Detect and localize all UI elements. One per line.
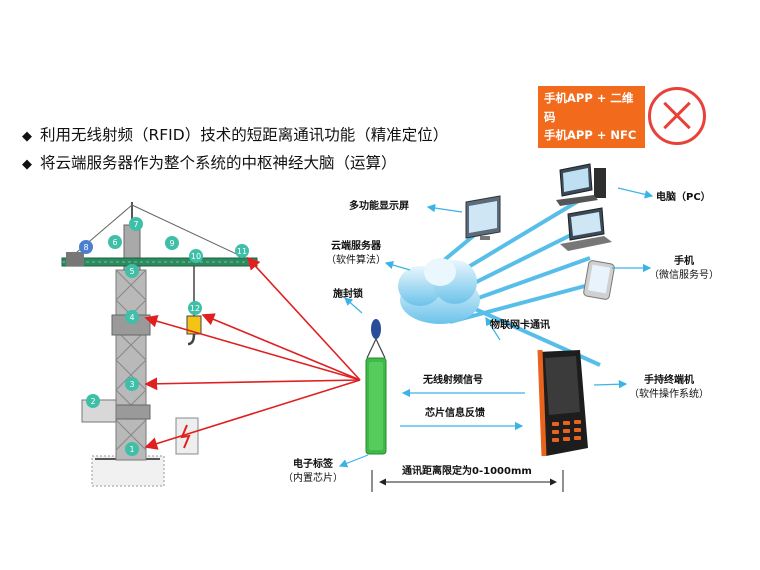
location-markers: 1 2 3 4 5 6 7 8 9 10 11 12 <box>79 217 249 456</box>
marker-12: 12 <box>188 301 202 315</box>
svg-text:2: 2 <box>90 397 95 406</box>
tag-sub: （内置芯片） <box>283 473 343 484</box>
bullet-item: ◆ 将云端服务器作为整个系统的中枢神经大脑（运算） <box>22 150 448 178</box>
rejected-method: 手机APP + 蓝牙 <box>544 146 634 161</box>
pointer-arrows <box>338 187 654 468</box>
svg-text:7: 7 <box>133 220 138 229</box>
smartphone-icon <box>583 260 615 300</box>
range-label: 通讯距离限定为0-1000mm <box>402 466 532 477</box>
terminal-label: 手持终端机（软件操作系统） <box>629 375 709 400</box>
marker-1: 1 <box>125 442 139 456</box>
handheld-terminal-icon <box>537 349 588 457</box>
svg-text:11: 11 <box>237 247 247 256</box>
svg-text:1: 1 <box>129 445 134 454</box>
rejected-methods-box: 手机APP + 二维码 手机APP + NFC 手机APP + 蓝牙 <box>538 86 645 161</box>
marker-8: 8 <box>79 240 93 254</box>
bullet-text: 利用无线射频（RFID）技术的短距离通讯功能（精准定位） <box>40 126 449 144</box>
marker-6: 6 <box>108 235 122 249</box>
distance-line <box>371 470 564 492</box>
marker-7: 7 <box>129 217 143 231</box>
rejected-method: 手机APP + NFC <box>544 128 637 142</box>
svg-text:3: 3 <box>129 380 134 389</box>
rejected-method: 手机APP + 二维码 <box>544 91 634 124</box>
bullet-text: 将云端服务器作为整个系统的中枢神经大脑（运算） <box>40 154 397 172</box>
pc-label: 电脑（PC） <box>656 192 711 203</box>
desktop-pc-icon <box>556 163 606 206</box>
svg-text:10: 10 <box>191 252 201 261</box>
svg-text:6: 6 <box>112 238 117 247</box>
display-label: 多功能显示屏 <box>349 201 409 212</box>
cloud-server-label: 云端服务器（软件算法） <box>326 241 386 266</box>
marker-3: 3 <box>125 377 139 391</box>
cross-circle-icon <box>648 87 706 145</box>
svg-text:4: 4 <box>129 313 134 322</box>
cloud-icon <box>398 258 480 324</box>
diamond-icon: ◆ <box>22 129 32 144</box>
electronic-tag <box>365 319 387 455</box>
rfid-arrows <box>144 256 361 450</box>
laptop-icon <box>560 207 612 251</box>
marker-2: 2 <box>86 394 100 408</box>
marker-5: 5 <box>125 264 139 278</box>
phone-label: 手机（微信服务号） <box>649 256 719 281</box>
bullet-list: ◆ 利用无线射频（RFID）技术的短距离通讯功能（精准定位） ◆ 将云端服务器作为整… <box>22 122 448 178</box>
chip-feedback-label: 芯片信息反馈 <box>425 408 485 419</box>
bullet-item: ◆ 利用无线射频（RFID）技术的短距离通讯功能（精准定位） <box>22 122 448 150</box>
diamond-icon: ◆ <box>22 157 32 172</box>
svg-text:9: 9 <box>169 239 174 248</box>
iot-label: 物联网卡通讯 <box>490 320 550 331</box>
seal-label: 施封锁 <box>333 289 363 300</box>
marker-11: 11 <box>235 244 249 258</box>
marker-9: 9 <box>165 236 179 250</box>
marker-10: 10 <box>189 249 203 263</box>
tag-label: 电子标签（内置芯片） <box>283 459 343 484</box>
terminal-sub: （软件操作系统） <box>629 389 709 400</box>
monitor-icon <box>465 195 501 240</box>
tower-crane <box>61 202 258 487</box>
cloud-server-sub: （软件算法） <box>326 255 386 266</box>
marker-4: 4 <box>125 310 139 324</box>
phone-sub: （微信服务号） <box>649 270 719 281</box>
wireless-signal-label: 无线射频信号 <box>423 375 483 386</box>
svg-text:8: 8 <box>83 243 88 252</box>
svg-text:12: 12 <box>190 304 200 313</box>
svg-text:5: 5 <box>129 267 134 276</box>
